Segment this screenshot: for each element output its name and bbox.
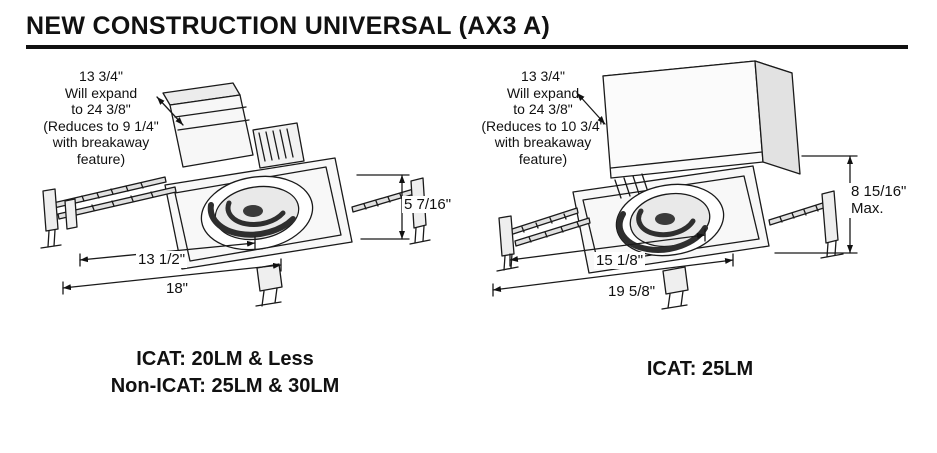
right-height-dim: 8 15/16" Max. xyxy=(849,183,909,218)
left-width-dim-outer: 18" xyxy=(164,280,191,298)
left-junction-box xyxy=(162,82,254,168)
left-width-dim-inner: 13 1/2" xyxy=(136,251,188,269)
right-width-dim-outer: 19 5/8" xyxy=(606,283,658,301)
left-housing-drawing xyxy=(40,82,431,307)
page-title: NEW CONSTRUCTION UNIVERSAL (AX3 A) xyxy=(26,12,551,40)
left-hanger-bar-left xyxy=(40,176,177,249)
left-expand-note: 13 3/4" Will expand to 24 3/8" (Reduces … xyxy=(43,68,159,167)
left-trim-opening xyxy=(200,175,314,251)
right-housing-drawing xyxy=(492,60,858,310)
right-plenum-box xyxy=(602,60,801,179)
left-width-dim-outer-line xyxy=(62,258,282,295)
right-hanger-bar-left xyxy=(496,207,591,272)
right-width-dim-outer-line xyxy=(492,253,734,297)
right-expand-note: 13 3/4" Will expand to 24 3/8" (Reduces … xyxy=(481,68,605,167)
right-width-dim-inner: 15 1/8" xyxy=(594,252,646,270)
right-hanger-bar-right xyxy=(768,190,844,259)
left-height-dim: 5 7/16" xyxy=(402,196,454,214)
right-caption: ICAT: 25LM xyxy=(646,358,754,380)
right-expand-dim-line xyxy=(576,92,606,125)
right-bottom-bracket xyxy=(661,266,689,310)
left-junction-box-door xyxy=(252,122,305,169)
left-bottom-bracket xyxy=(255,263,283,307)
left-caption: ICAT: 20LM & Less Non-ICAT: 25LM & 30LM xyxy=(110,348,340,397)
left-expand-dim-line xyxy=(156,96,184,126)
title-underline xyxy=(26,45,908,49)
